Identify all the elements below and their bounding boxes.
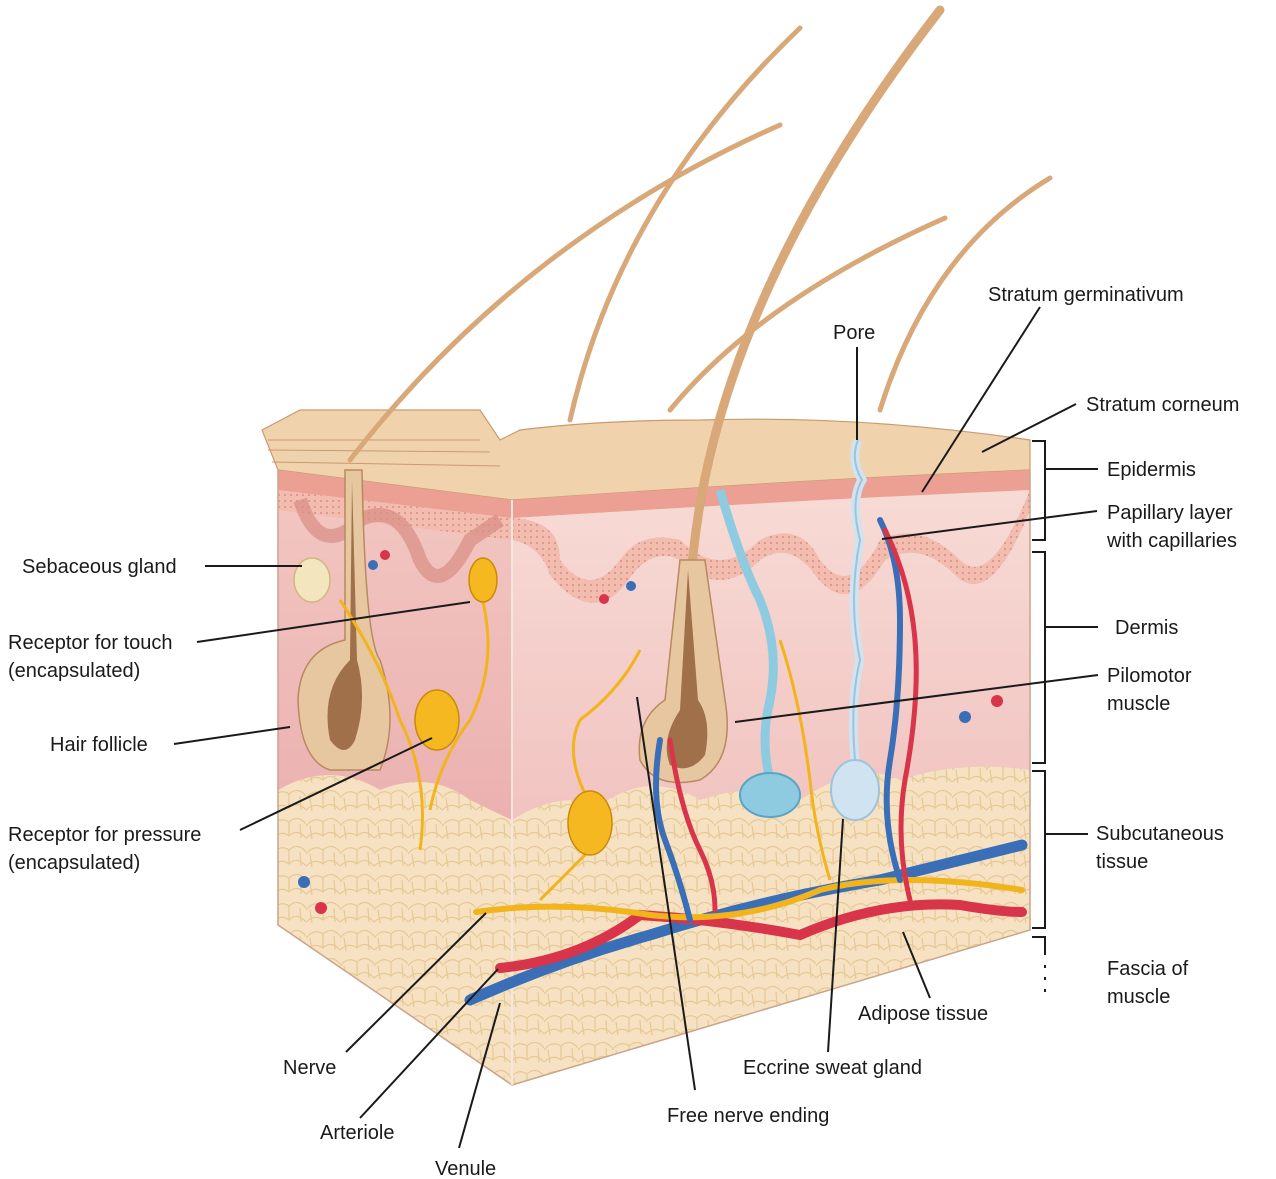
label-subcutaneous-1: Subcutaneous [1096,823,1224,845]
label-epidermis: Epidermis [1107,459,1196,481]
label-dermis: Dermis [1115,617,1178,639]
label-pore: Pore [833,322,875,344]
label-stratum-germinativum: Stratum germinativum [988,284,1184,306]
label-free-nerve: Free nerve ending [667,1105,829,1127]
label-nerve: Nerve [283,1057,336,1079]
pressure-receptor [415,690,459,750]
layer-brackets [1032,441,1098,995]
hair-4 [670,218,945,410]
label-fascia-2: muscle [1107,986,1170,1008]
label-venule: Venule [435,1158,496,1179]
label-papillary-2: with capillaries [1106,530,1237,552]
label-stratum-corneum: Stratum corneum [1086,394,1239,416]
label-subcutaneous-2: tissue [1096,851,1148,873]
label-sebaceous-gland: Sebaceous gland [22,556,177,578]
label-pilomotor-1: Pilomotor [1107,665,1192,687]
label-pilomotor-2: muscle [1107,693,1170,715]
label-eccrine: Eccrine sweat gland [743,1057,922,1079]
pressure-receptor-2 [568,791,612,855]
touch-receptor [469,558,497,602]
label-fascia-1: Fascia of [1107,958,1189,980]
label-pressure-1: Receptor for pressure [8,824,201,846]
label-touch-1: Receptor for touch [8,632,173,654]
label-papillary-1: Papillary layer [1107,502,1233,524]
label-touch-2: (encapsulated) [8,660,140,682]
label-pressure-2: (encapsulated) [8,852,140,874]
label-hair-follicle: Hair follicle [50,734,148,756]
label-adipose: Adipose tissue [858,1003,988,1025]
label-arteriole: Arteriole [320,1122,394,1144]
